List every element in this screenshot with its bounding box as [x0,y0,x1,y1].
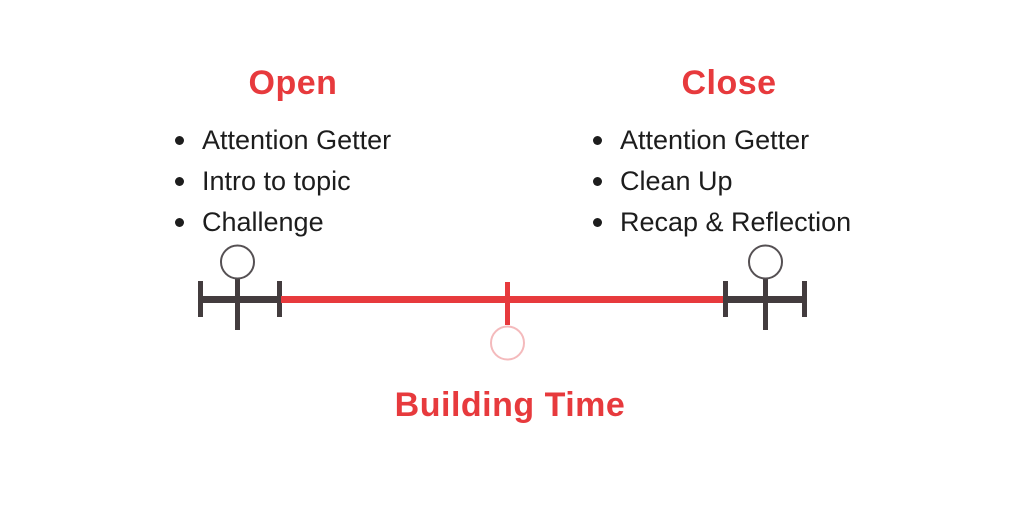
building-time-label: Building Time [394,386,626,424]
list-item-label: Challenge [202,207,324,237]
close-bullet-list: Attention Getter Clean Up Recap & Reflec… [593,120,851,243]
person-marker-icon [198,244,282,330]
open-section-heading: Open [248,64,338,102]
list-item: Recap & Reflection [593,202,851,243]
bullet-dot-icon [593,177,602,186]
close-section-heading: Close [681,64,777,102]
midpoint-circle-icon [490,282,525,361]
bullet-dot-icon [593,218,602,227]
list-item: Challenge [175,202,391,243]
list-item-label: Clean Up [620,166,733,196]
list-item: Attention Getter [175,120,391,161]
list-item: Attention Getter [593,120,851,161]
bullet-dot-icon [175,177,184,186]
bullet-dot-icon [175,218,184,227]
list-item-label: Intro to topic [202,166,351,196]
person-marker-icon [723,244,807,330]
open-bullet-list: Attention Getter Intro to topic Challeng… [175,120,391,243]
list-item-label: Recap & Reflection [620,207,852,237]
building-time-span-line [281,296,725,303]
bullet-dot-icon [593,136,602,145]
list-item-label: Attention Getter [202,125,392,155]
list-item: Intro to topic [175,161,391,202]
bullet-dot-icon [175,136,184,145]
list-item-label: Attention Getter [620,125,810,155]
list-item: Clean Up [593,161,851,202]
